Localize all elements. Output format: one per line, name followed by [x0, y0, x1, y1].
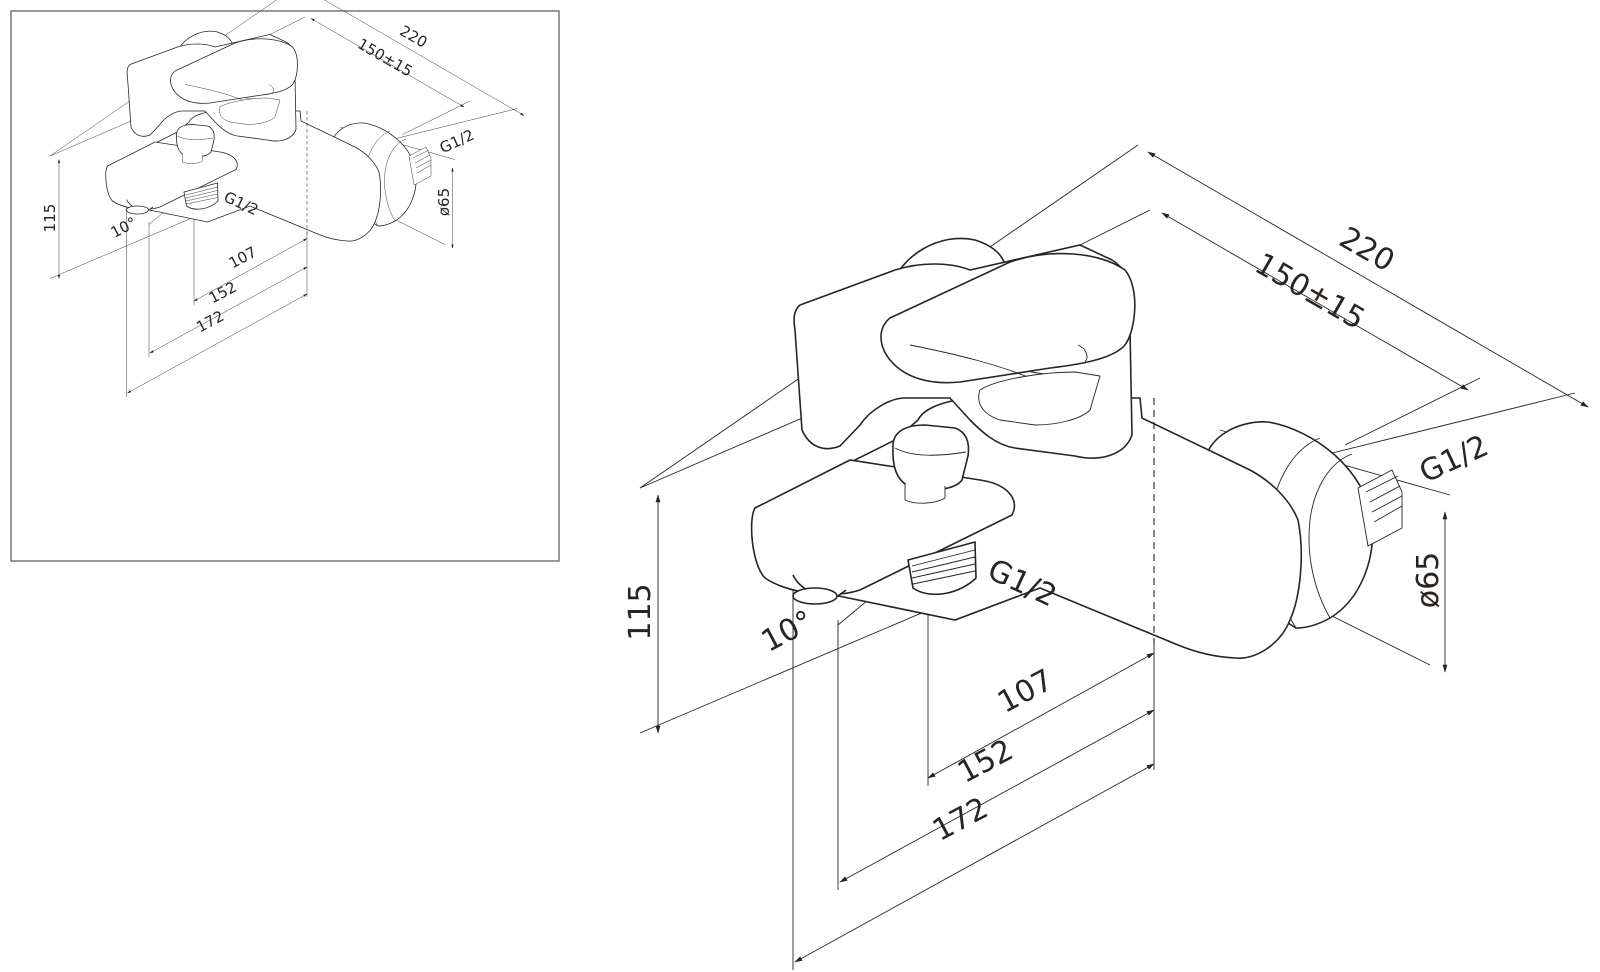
label-107: 107 — [992, 663, 1059, 721]
thumb-label-115: 115 — [41, 204, 59, 233]
thumbnail-panel: 220 150±15 G1/2 G1/2 ø65 115 10° 107 152… — [10, 0, 560, 562]
label-g12-inlet: G1/2 — [1414, 428, 1494, 490]
label-220: 220 — [1333, 220, 1400, 279]
thumb-label-diameter-65: ø65 — [435, 188, 453, 216]
label-10-degrees: 10° — [756, 604, 819, 660]
label-diameter-65: ø65 — [1411, 552, 1446, 609]
label-152: 152 — [952, 733, 1019, 791]
label-115: 115 — [623, 583, 658, 640]
main-drawing: 220 150±15 G1/2 G1/2 ø65 115 10° 107 152… — [623, 145, 1588, 970]
label-172: 172 — [927, 791, 994, 849]
